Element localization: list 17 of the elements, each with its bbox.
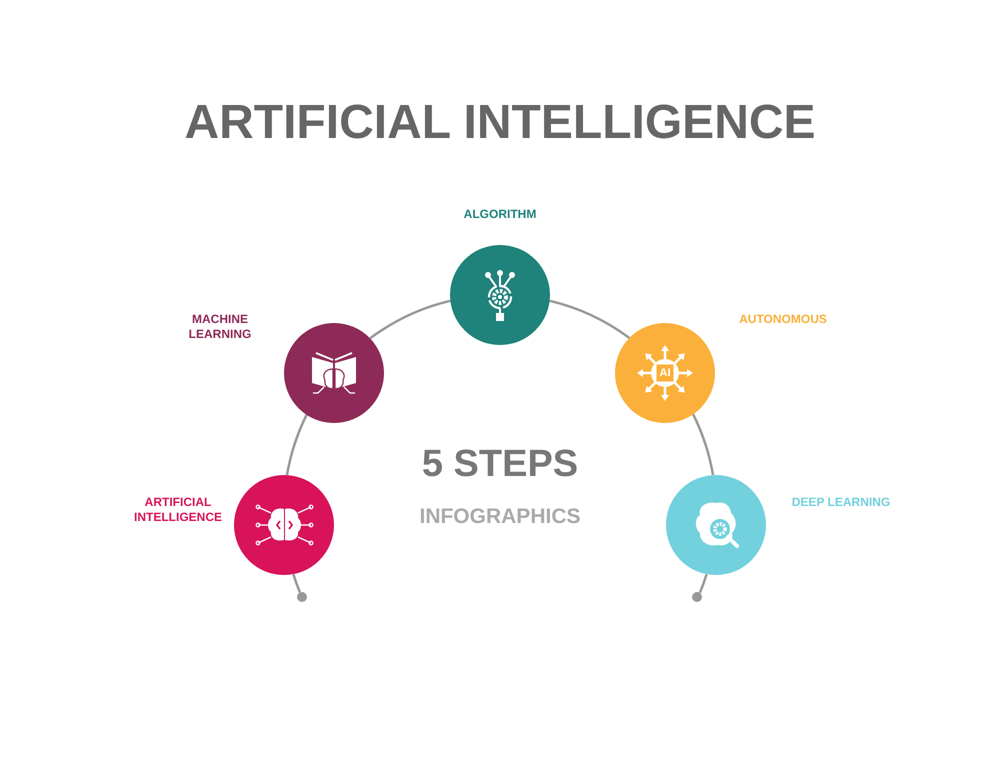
title: ARTIFICIAL INTELLIGENCE (183, 95, 817, 150)
step-label: ARTIFICIAL INTELLIGENCE (132, 495, 223, 525)
connector-line (286, 414, 308, 476)
connector-line (369, 300, 451, 340)
connector-line (692, 414, 714, 476)
connector-line (698, 574, 708, 594)
center-subheading: INFOGRAPHICS (418, 505, 582, 529)
step-label: DEEP LEARNING (790, 495, 892, 510)
end-dot (297, 592, 307, 602)
step-label: ALGORITHM (462, 207, 538, 222)
center-heading: 5 STEPS (420, 443, 580, 486)
step-label: AUTONOMOUS (738, 312, 828, 327)
connector-line (292, 574, 302, 593)
chip-text: AI (658, 366, 672, 381)
step-label: MACHINE LEARNING (188, 312, 252, 342)
end-dot (692, 592, 702, 602)
connector-line (549, 300, 630, 340)
